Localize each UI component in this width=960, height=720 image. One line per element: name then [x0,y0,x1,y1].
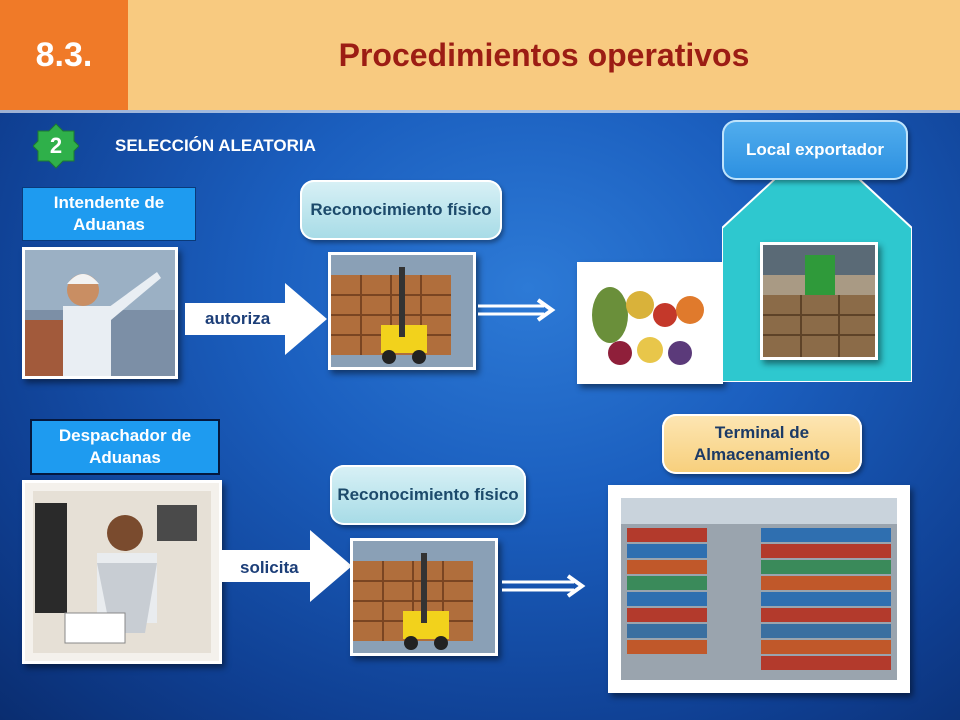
inspection-label-row2: Reconocimiento físico [330,465,526,525]
role-label-intendente: Intendente de Aduanas [22,187,196,241]
step-label: SELECCIÓN ALEATORIA [115,136,316,155]
verb-authorize: autoriza [205,309,271,328]
destination-label-row1: Local exportador [722,120,908,180]
arrow-request-icon [222,530,352,602]
section-number: 8.3. [0,0,128,110]
agent-photo [22,480,222,664]
verb-request: solicita [240,558,299,577]
double-arrow-icon [478,298,556,322]
officer-photo [22,247,178,379]
arrow-authorize-icon [185,283,327,355]
step-number: 2 [49,133,63,158]
step-badge-icon [33,123,79,169]
page-title: Procedimientos operativos [338,36,750,73]
container-terminal-photo [608,485,910,693]
title-bar: Procedimientos operativos [128,0,960,110]
destination-label-row2: Terminal de Almacenamiento [662,414,862,474]
fruits-photo [577,262,723,384]
forklift-photo-row1 [328,252,476,370]
forklift-photo-row2 [350,538,498,656]
double-arrow-icon [502,574,586,598]
warehouse-goods-photo [760,242,878,360]
inspection-label-row1: Reconocimiento físico [300,180,502,240]
role-label-despachador: Despachador de Aduanas [30,419,220,475]
header-divider [0,110,960,113]
